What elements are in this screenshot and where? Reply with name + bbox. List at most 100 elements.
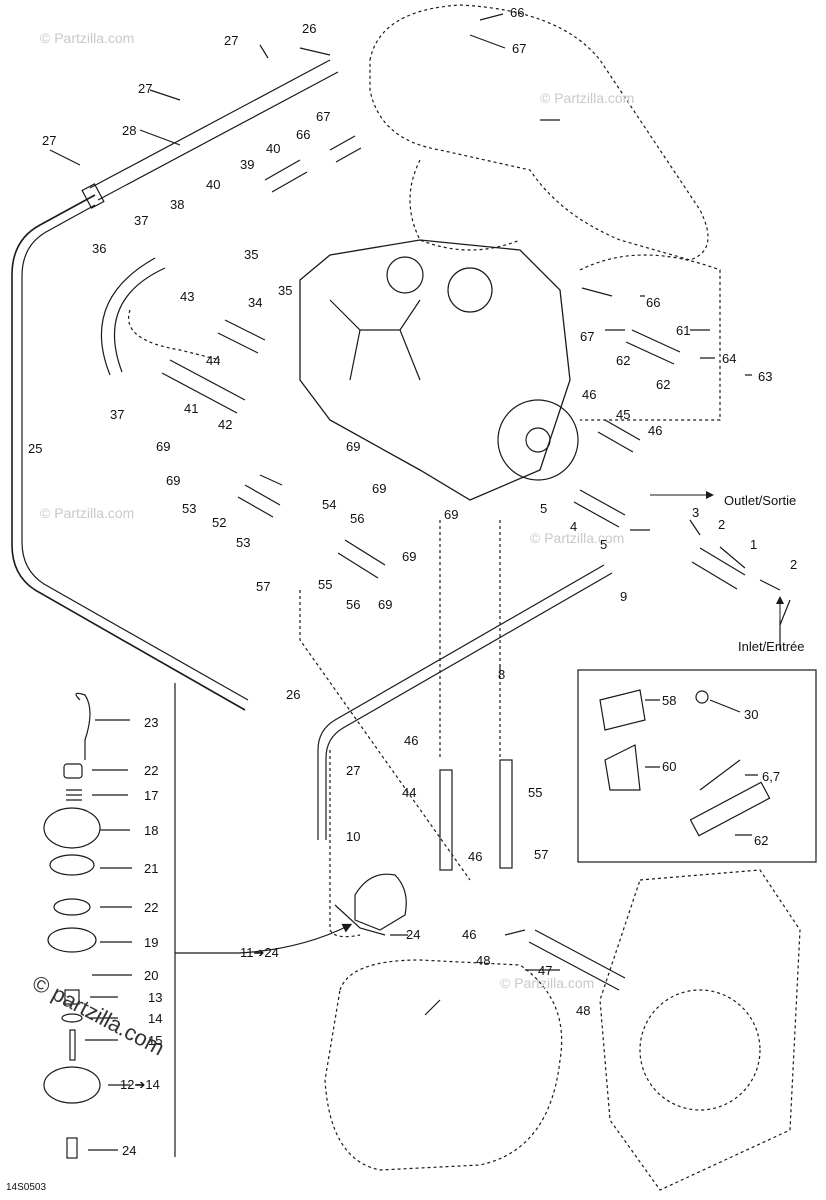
part-58: 61 [676,323,691,338]
part-68a: 69 [166,473,181,488]
part-57: 60 [662,759,677,774]
part-35: 38 [170,197,185,212]
part-29a: 27 [224,33,239,48]
part-45a: 46 [404,733,419,748]
part-50b: 53 [236,535,251,550]
part-42: 45 [616,407,631,422]
part-54: 55 [528,785,543,800]
part-67c: 69 [444,507,459,522]
part-23: 23 [144,715,159,730]
part-67d: 69 [402,549,417,564]
part-32a: 35 [244,247,259,262]
part-31: 34 [248,295,263,310]
label-outlet: Outlet/Sortie [724,493,797,508]
part-29c: 27 [42,133,57,148]
part-22: 22 [144,763,159,778]
part-13: 13 [148,990,163,1005]
part-2a: 2 [718,517,726,532]
part-5a: 5 [540,501,548,516]
watermark-5: © Partzilla.com [500,975,595,991]
part-56: 58 [662,693,677,708]
part-43a: 46 [582,387,597,402]
part-36: 39 [240,157,255,172]
watermark-4: © Partzilla.com [530,530,625,546]
watermark-1: © Partzilla.com [40,30,135,46]
part-4: 4 [570,519,578,534]
part-55a: 57 [256,579,271,594]
part-55b: 57 [534,847,549,862]
part-37a: 40 [266,141,281,156]
engine-outline [299,239,571,501]
part-62: 62 [754,833,769,848]
label-range-12-14: 12➔14 [120,1077,160,1092]
hose-26 [11,194,246,711]
part-19: 20 [144,968,159,983]
part-47: 47 [538,963,553,978]
label-range-11-24: 11➔24 [240,945,279,960]
part-1: 1 [750,537,758,552]
part-10: 10 [346,829,361,844]
part-45b: 46 [468,849,483,864]
part-48a: 48 [476,953,491,968]
part-29b: 27 [138,81,153,96]
accessory-box [577,669,817,863]
part-37b: 40 [206,177,221,192]
regulator [354,873,407,931]
part-59a: 62 [616,353,631,368]
part-46: 46 [462,927,477,942]
part-25: 24 [406,927,421,942]
part-17: 18 [144,823,159,838]
part-44: 44 [402,785,417,800]
part-63: 66 [510,5,525,20]
hose-26-inner [21,204,249,701]
drawing-code: 14S0503 [6,1182,47,1193]
part-26: 25 [28,441,43,456]
part-21: 22 [144,900,159,915]
part-15: 15 [148,1033,163,1048]
part-53a: 56 [350,511,365,526]
part-53b: 56 [346,597,361,612]
hose-30 [89,59,339,201]
part-28: 30 [744,707,759,722]
part-34a: 37 [134,213,149,228]
part-27a: 26 [302,21,317,36]
tube-54 [499,759,513,869]
part-29d: 27 [346,763,361,778]
part-8: 8 [498,667,506,682]
part-61: 64 [722,351,737,366]
part-20: 21 [144,861,159,876]
part-34b: 37 [110,407,125,422]
part-33: 36 [92,241,107,256]
part-16: 17 [144,788,159,803]
part-18: 19 [144,935,159,950]
part-27b: 26 [286,687,301,702]
part-6-7: 6,7 [762,769,781,784]
part-66: 67 [580,329,595,344]
part-68c: 69 [378,597,393,612]
part-39: 42 [218,417,233,432]
tube-44 [439,769,453,871]
part-67b: 69 [346,439,361,454]
part-50a: 53 [182,501,197,516]
part-59b: 62 [656,377,671,392]
part-30: 28 [122,123,137,138]
part-9: 9 [620,589,628,604]
part-63b: 66 [646,295,661,310]
part-64: 66 [296,127,311,142]
part-52: 55 [318,577,333,592]
part-2b: 2 [790,557,798,572]
part-40: 43 [180,289,195,304]
part-51: 54 [322,497,337,512]
part-43b: 46 [648,423,663,438]
part-68b: 69 [372,481,387,496]
part-65b: 67 [316,109,331,124]
part-3: 3 [692,505,700,520]
hose-8 [317,564,613,840]
muffler [369,4,709,261]
part-38: 41 [184,401,199,416]
watermark-2: © Partzilla.com [540,90,635,106]
part-48b: 48 [576,1003,591,1018]
part-14: 14 [148,1011,163,1026]
hose-33 [100,257,166,376]
